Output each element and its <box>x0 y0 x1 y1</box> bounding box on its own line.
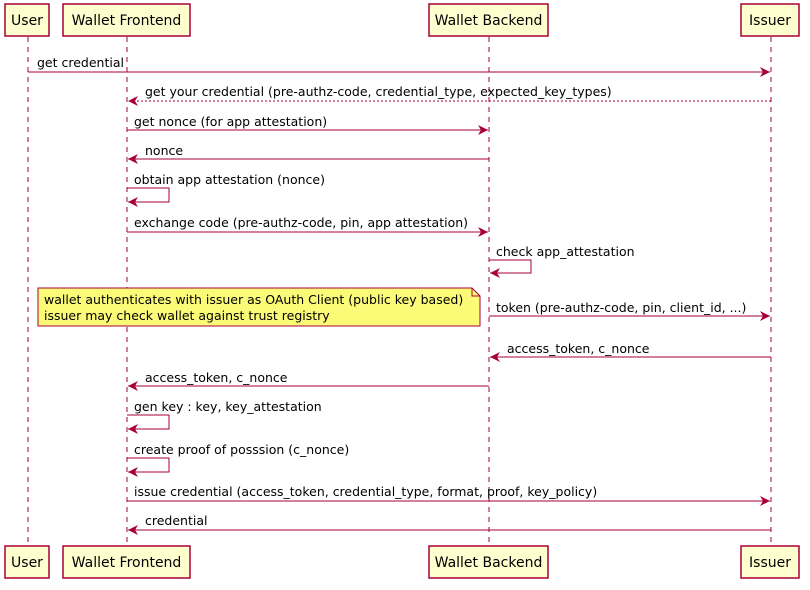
message-label: get nonce (for app attestation) <box>134 114 327 129</box>
note-oauth-client: wallet authenticates with issuer as OAut… <box>37 287 481 327</box>
message-label: access_token, c_nonce <box>507 341 650 356</box>
message-label: create proof of posssion (c_nonce) <box>134 442 349 457</box>
message-create-proof: create proof of posssion (c_nonce) <box>127 442 349 477</box>
message-label: obtain app attestation (nonce) <box>134 172 325 187</box>
participant-label: User <box>11 13 43 29</box>
participant-user-bottom: User <box>4 545 50 579</box>
participant-wallet-backend-bottom: Wallet Backend <box>428 545 549 579</box>
message-label: exchange code (pre-authz-code, pin, app … <box>134 215 468 230</box>
message-arrow <box>489 259 532 278</box>
message-access-token-issuer: access_token, c_nonce <box>490 341 771 362</box>
participant-wallet-backend-top: Wallet Backend <box>428 3 549 37</box>
note-line: wallet authenticates with issuer as OAut… <box>44 292 463 307</box>
participant-label: Wallet Backend <box>435 555 543 571</box>
lifelines <box>27 37 772 546</box>
message-get-nonce: get nonce (for app attestation) <box>127 114 488 135</box>
participant-wallet-frontend-top: Wallet Frontend <box>62 3 191 37</box>
participant-user-top: User <box>4 3 50 37</box>
message-token: token (pre-authz-code, pin, client_id, .… <box>489 300 770 321</box>
participant-label: Issuer <box>749 555 791 571</box>
participant-label: Wallet Frontend <box>72 555 182 571</box>
message-get-your-credential: get your credential (pre-authz-code, cre… <box>128 84 771 106</box>
participant-wallet-frontend-bottom: Wallet Frontend <box>62 545 191 579</box>
message-label: gen key : key, key_attestation <box>134 399 322 414</box>
note-line: issuer may check wallet against trust re… <box>44 308 330 323</box>
message-obtain-app-attestation: obtain app attestation (nonce) <box>127 172 325 207</box>
message-gen-key: gen key : key, key_attestation <box>127 399 322 434</box>
message-label: get your credential (pre-authz-code, cre… <box>145 84 612 99</box>
message-label: credential <box>145 513 207 528</box>
message-issue-credential: issue credential (access_token, credenti… <box>127 484 770 506</box>
participant-issuer-top: Issuer <box>740 3 800 37</box>
participant-label: Issuer <box>749 13 791 29</box>
message-label: check app_attestation <box>496 244 635 259</box>
participant-label: Wallet Backend <box>435 13 543 29</box>
message-label: token (pre-authz-code, pin, client_id, .… <box>496 300 746 315</box>
message-exchange-code: exchange code (pre-authz-code, pin, app … <box>127 215 488 237</box>
message-check-app-attestation: check app_attestation <box>489 244 635 278</box>
message-get-credential: get credential <box>28 55 770 77</box>
message-label: get credential <box>37 55 124 70</box>
message-label: issue credential (access_token, credenti… <box>134 484 597 499</box>
message-credential: credential <box>128 513 771 535</box>
message-arrow <box>127 414 170 434</box>
participant-label: User <box>11 555 43 571</box>
message-label: access_token, c_nonce <box>145 370 288 385</box>
message-label: nonce <box>145 143 183 158</box>
message-arrow <box>127 457 170 477</box>
participant-issuer-bottom: Issuer <box>740 545 800 579</box>
message-nonce: nonce <box>128 143 489 164</box>
message-arrow <box>127 187 170 207</box>
participant-label: Wallet Frontend <box>72 13 182 29</box>
message-access-token-backend: access_token, c_nonce <box>128 370 489 391</box>
